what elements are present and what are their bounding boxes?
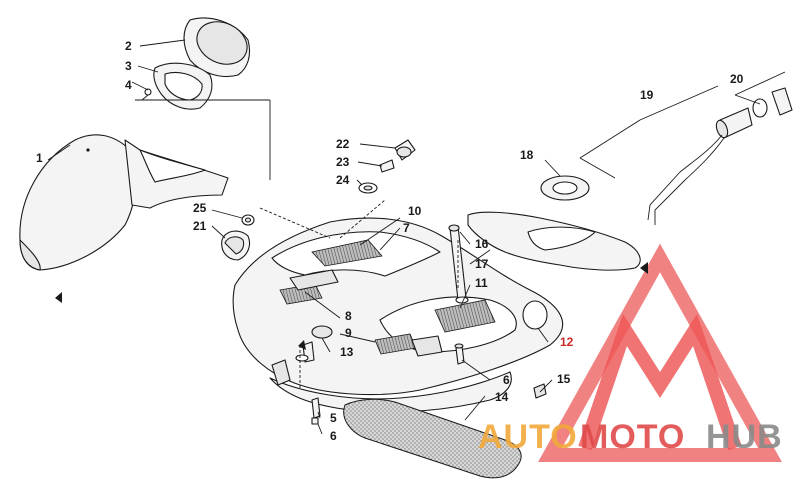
callout-16: 16	[475, 237, 489, 251]
watermark-hub: HUB	[706, 418, 783, 456]
callout-1: 1	[36, 151, 43, 165]
part-connector-21-25	[221, 214, 255, 261]
leader-lines	[47, 39, 786, 435]
watermark-text: AUTO MOTO HUB	[478, 418, 783, 456]
callout-6-left: 6	[330, 429, 337, 443]
part-right-cover	[448, 175, 641, 304]
part-instrument-cluster	[141, 17, 251, 110]
callout-13: 13	[340, 345, 354, 359]
callout-3: 3	[125, 59, 132, 73]
callout-6-right: 6	[503, 373, 510, 387]
callout-17: 17	[475, 257, 489, 271]
callout-10: 10	[408, 204, 422, 218]
watermark-moto: MOTO	[580, 418, 685, 456]
callout-4: 4	[125, 78, 132, 92]
part-foam-pad	[343, 398, 522, 479]
callout-21: 21	[193, 219, 207, 233]
part-center-panel	[232, 217, 563, 413]
callout-24: 24	[336, 173, 350, 187]
part-ignition-switch	[647, 87, 793, 225]
logo-outer-triangle	[538, 243, 782, 462]
callout-2: 2	[125, 39, 132, 53]
part-fender	[19, 134, 229, 271]
callout-9: 9	[345, 326, 352, 340]
callout-11: 11	[475, 276, 488, 290]
callout-22: 22	[336, 137, 350, 151]
callout-12: 12	[560, 335, 574, 349]
part-hardware-22-24	[358, 139, 416, 194]
logo-m-shape	[578, 313, 742, 451]
callout-18: 18	[520, 148, 534, 162]
part-small-hardware	[295, 341, 547, 425]
callout-5: 5	[330, 411, 337, 425]
callout-15: 15	[557, 372, 571, 386]
callout-25: 25	[193, 201, 207, 215]
callout-7: 7	[403, 221, 410, 235]
watermark-auto: AUTO	[478, 418, 578, 456]
callout-20: 20	[730, 72, 744, 86]
watermark-logo	[538, 243, 782, 462]
callout-23: 23	[336, 155, 350, 169]
callout-labels: 1 2 3 4 5 6 6 7 8 9 10 11 12 13 14 15 16…	[36, 39, 744, 443]
callout-8: 8	[345, 309, 352, 323]
callout-14: 14	[495, 390, 509, 404]
callout-19: 19	[640, 88, 654, 102]
